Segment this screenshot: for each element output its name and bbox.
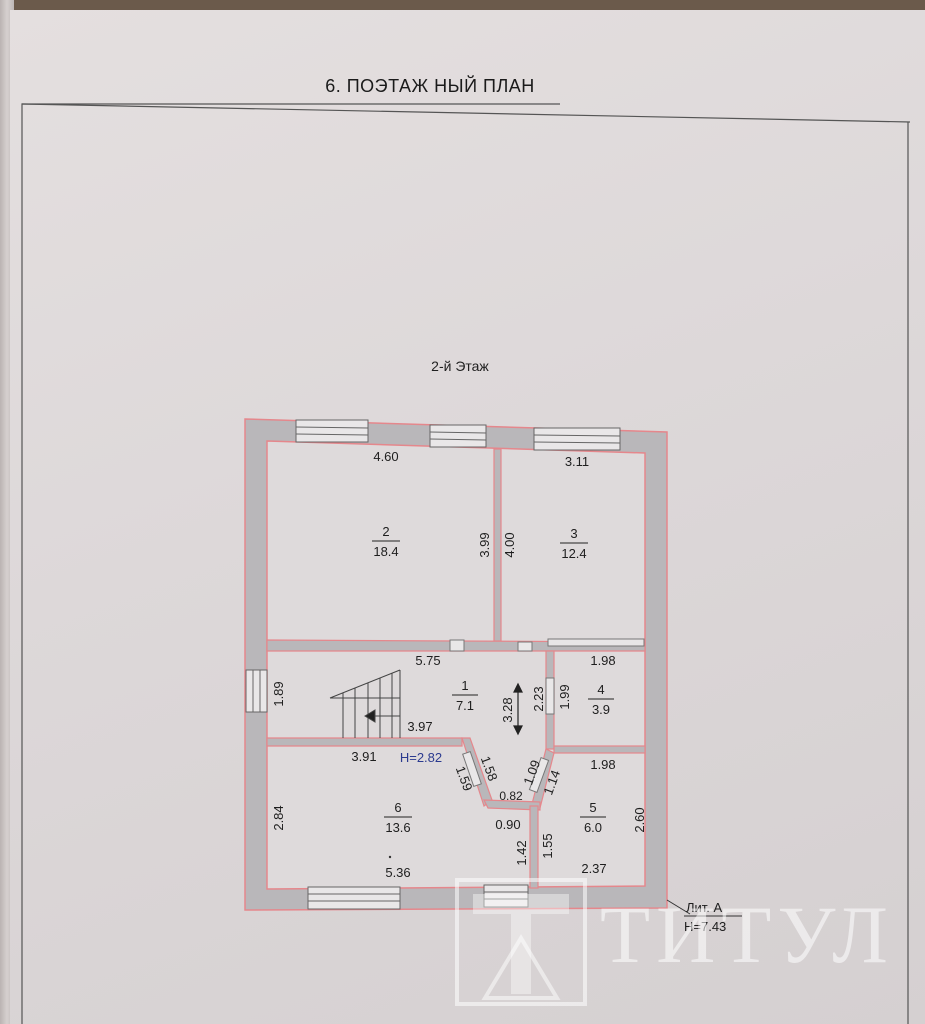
dim-hall-width: 5.75	[415, 653, 440, 668]
room-1-label: 1 7.1	[452, 678, 478, 713]
room-6-label: 6 13.6	[384, 800, 412, 835]
dim-r5-top: 1.98	[590, 757, 615, 772]
dim-hall-height: 3.28	[500, 697, 515, 722]
room-6-number: 6	[394, 800, 401, 815]
ceiling-height: H=2.82	[400, 750, 442, 765]
top-windows	[295, 419, 621, 451]
left-window	[245, 669, 268, 713]
dim-r3-width: 3.11	[565, 454, 589, 469]
room-1-number: 1	[461, 678, 468, 693]
dim-r3-height: 4.00	[502, 532, 517, 557]
doors	[449, 638, 645, 793]
dim-stair: 3.97	[407, 719, 432, 734]
room-area: 18.4	[373, 544, 398, 559]
watermark-text: ТИТУЛ	[600, 889, 894, 980]
room-2-number: 2	[382, 524, 389, 539]
dim-r4-width: 1.98	[590, 653, 615, 668]
room-3-area: 12.4	[561, 546, 586, 561]
dim-r6-left: 2.84	[271, 805, 286, 830]
dim-r5-left: 1.55	[540, 833, 555, 858]
dim-r2-height: 3.99	[477, 532, 492, 557]
room-2-label: 18.4	[372, 540, 400, 559]
watermark-logo-icon	[455, 878, 587, 1006]
lit-label: Лит. А	[686, 900, 723, 915]
litera-stamp: Лит. А H=7.43	[666, 899, 742, 934]
room-5-area: 6.0	[584, 820, 602, 835]
dim-r5-bottom: 2.37	[581, 861, 606, 876]
floor-label: 2-й Этаж	[431, 358, 489, 374]
dim-r4-height: 1.99	[557, 684, 572, 709]
room-5-number: 5	[589, 800, 596, 815]
dim-niche: 0.82	[499, 789, 523, 803]
room-3-number: 3	[570, 526, 577, 541]
room-6-area: 13.6	[385, 820, 410, 835]
dim-hall-left: 1.89	[271, 681, 286, 706]
lit-height: H=7.43	[684, 919, 726, 934]
page-title: 6. ПОЭТАЖ НЫЙ ПЛАН	[325, 76, 535, 96]
height-arrow-icon	[513, 682, 523, 736]
dim-r4-left: 2.23	[531, 686, 546, 711]
dimension-labels: 4.60 3.11 3.99 4.00 5.75 1.89 3.28 3.97 …	[271, 449, 647, 880]
room-5-label: 5 6.0	[580, 800, 606, 835]
dim-r2-width: 4.60	[373, 449, 398, 464]
room-1-area: 7.1	[456, 698, 474, 713]
room-4-number: 4	[597, 682, 604, 697]
bottom-windows	[307, 884, 529, 910]
room-4-label: 4 3.9	[588, 682, 614, 717]
dim-r6-top: 3.91	[351, 749, 376, 764]
room-4-area: 3.9	[592, 702, 610, 717]
center-dot	[388, 855, 392, 859]
dim-r6-bottom: 5.36	[385, 865, 410, 880]
dim-r6-corridor: 1.42	[514, 840, 529, 865]
dim-r6-mid: 0.90	[495, 817, 520, 832]
staircase	[329, 669, 401, 738]
outer-walls	[244, 418, 668, 911]
dim-r5-right: 2.60	[632, 807, 647, 832]
room-3-label: 3 12.4	[560, 526, 588, 561]
